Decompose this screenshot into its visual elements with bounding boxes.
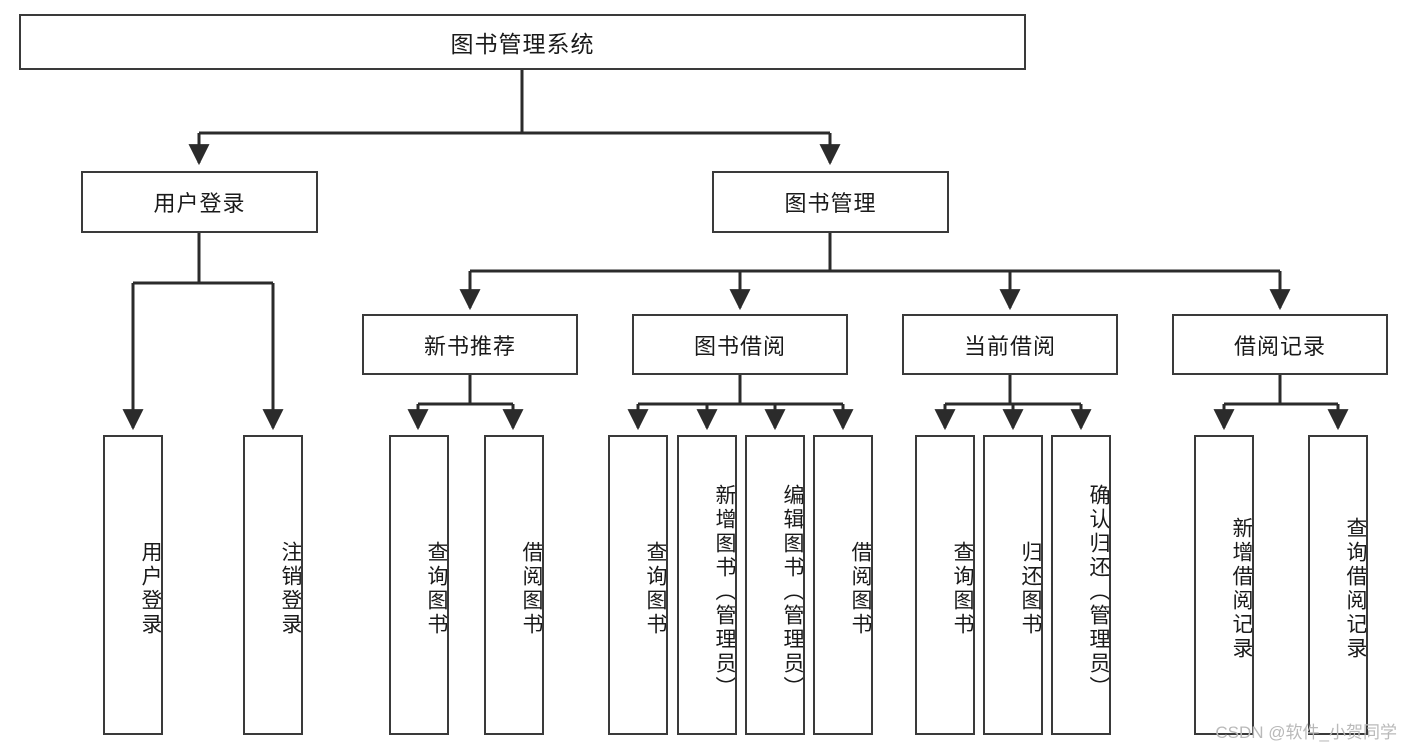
leaf-logout[interactable]: 注销登录 [243, 435, 303, 735]
leaf-borrow-book-recommend[interactable]: 借阅图书 [484, 435, 544, 735]
node-borrow-record[interactable]: 借阅记录 [1172, 314, 1388, 375]
leaf-confirm-return-admin[interactable]: 确认归还（管理员） [1051, 435, 1111, 735]
csdn-watermark: CSDN @软件_小贺同学 [1215, 723, 1397, 742]
leaf-edit-book-admin[interactable]: 编辑图书（管理员） [745, 435, 805, 735]
leaf-query-book-recommend[interactable]: 查询图书 [389, 435, 449, 735]
leaf-return-book[interactable]: 归还图书 [983, 435, 1043, 735]
leaf-add-borrow-record[interactable]: 新增借阅记录 [1194, 435, 1254, 735]
node-current-borrow[interactable]: 当前借阅 [902, 314, 1118, 375]
node-root[interactable]: 图书管理系统 [19, 14, 1026, 70]
leaf-query-book-current[interactable]: 查询图书 [915, 435, 975, 735]
leaf-user-login[interactable]: 用户登录 [103, 435, 163, 735]
node-user-login[interactable]: 用户登录 [81, 171, 318, 233]
leaf-borrow-book-borrow[interactable]: 借阅图书 [813, 435, 873, 735]
node-new-book-recommend[interactable]: 新书推荐 [362, 314, 578, 375]
node-book-borrow[interactable]: 图书借阅 [632, 314, 848, 375]
node-book-management[interactable]: 图书管理 [712, 171, 949, 233]
leaf-query-book-borrow[interactable]: 查询图书 [608, 435, 668, 735]
leaf-query-borrow-record[interactable]: 查询借阅记录 [1308, 435, 1368, 735]
leaf-add-book-admin[interactable]: 新增图书（管理员） [677, 435, 737, 735]
